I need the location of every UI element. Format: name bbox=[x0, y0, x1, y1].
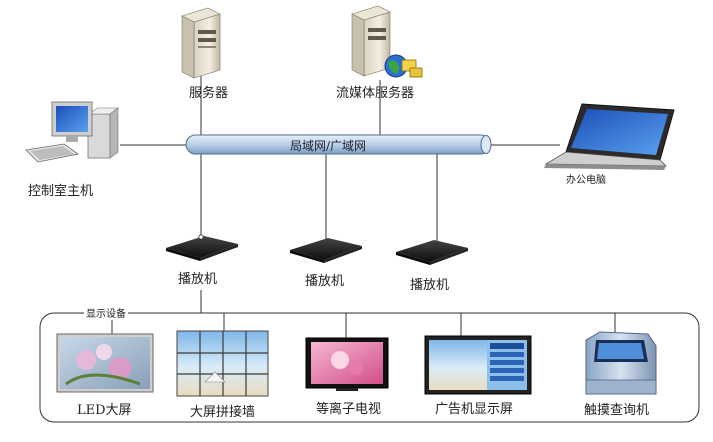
video-wall-icon bbox=[176, 330, 269, 397]
player-1-port bbox=[198, 234, 204, 240]
network-bus-label: 局域网/广域网 bbox=[290, 139, 367, 153]
led-screen-label: LED大屏 bbox=[77, 403, 132, 418]
led-screen-icon bbox=[56, 333, 154, 393]
player-device-icon bbox=[396, 240, 468, 265]
player-device-icon bbox=[166, 236, 238, 261]
kiosk-label: 触摸查询机 bbox=[584, 403, 650, 418]
laptop-icon bbox=[544, 103, 675, 170]
control-host-label: 控制室主机 bbox=[28, 184, 94, 199]
globe-icon bbox=[384, 54, 423, 78]
display-group-frame bbox=[39, 312, 700, 423]
player-1-label: 播放机 bbox=[178, 272, 218, 287]
plasma-tv-label: 等离子电视 bbox=[316, 402, 382, 417]
video-wall-label: 大屏拼接墙 bbox=[190, 405, 256, 420]
ad-display-icon bbox=[424, 335, 532, 395]
display-group-title: 显示设备 bbox=[84, 305, 128, 320]
player-device-icon bbox=[290, 238, 362, 263]
network-bus bbox=[185, 134, 492, 155]
player-2-label: 播放机 bbox=[305, 274, 345, 289]
desktop-pc-icon bbox=[25, 101, 119, 163]
player-3-label: 播放机 bbox=[410, 278, 450, 293]
kiosk-icon bbox=[585, 331, 657, 395]
connector-lines bbox=[111, 70, 616, 338]
app-server-label: 服务器 bbox=[189, 86, 229, 101]
media-server-label: 流媒体服务器 bbox=[336, 86, 415, 101]
office-pc-label: 办公电脑 bbox=[566, 175, 606, 186]
ad-display-label: 广告机显示屏 bbox=[435, 402, 514, 417]
media-server-icon bbox=[351, 5, 423, 78]
plasma-tv-icon bbox=[305, 337, 389, 391]
server-icon bbox=[181, 7, 221, 79]
